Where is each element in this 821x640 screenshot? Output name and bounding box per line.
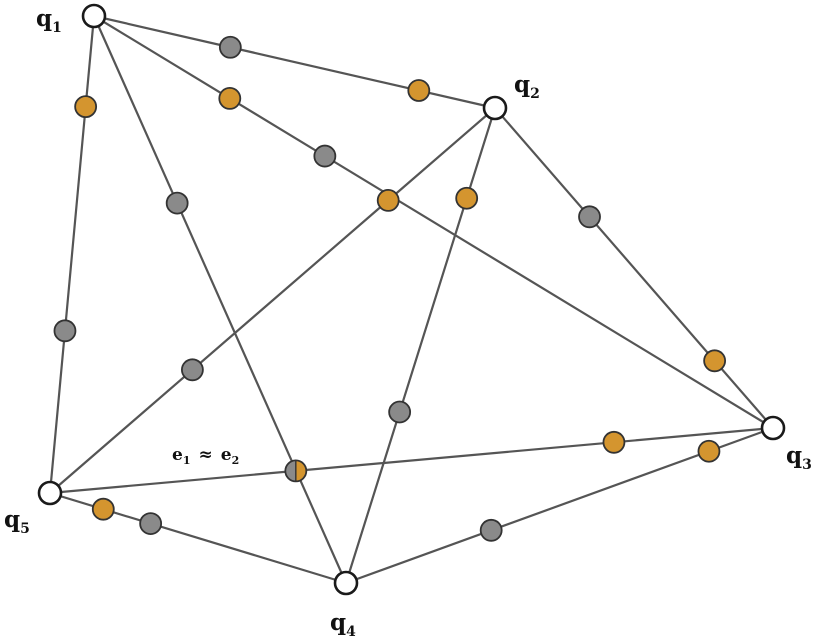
vertex-q2	[482, 95, 508, 121]
edge-q1-q5	[48, 14, 96, 495]
edge-marker-orange-q1-q5-1	[74, 95, 98, 119]
edge-marker-gray-q2-q4-2	[388, 400, 412, 424]
edge-q1-q3	[92, 14, 775, 430]
annotation-e2-sub: 2	[232, 454, 240, 467]
edge-marker-gray-q1-q3-2	[313, 144, 337, 168]
vertex-q4	[333, 570, 359, 596]
edge-q1-q2	[92, 14, 497, 110]
edge-marker-gray-q1-q2-1	[218, 35, 242, 59]
edge-marker-gray-q2-q5-2	[180, 358, 204, 382]
edge-marker-orange-q5-q4-1	[91, 497, 115, 521]
annotation-e1-base: e	[172, 445, 183, 465]
edge-q2-q5	[48, 106, 497, 495]
vertex-labels-layer: q1 q2 q3 q4 q5 e1≈e2	[4, 5, 812, 640]
marker-outline	[284, 459, 308, 483]
vertex-label-q1: q1	[36, 5, 62, 36]
edge-q1-q4	[92, 14, 348, 585]
vertex-q3	[760, 415, 786, 441]
edge-marker-orange-q1-q3-1	[218, 87, 242, 110]
edge-marker-orange-q3-q4-1	[697, 439, 721, 463]
edge-q2-q4	[344, 106, 497, 585]
edge-marker-orange-q2-q3-2	[703, 349, 727, 373]
edge-marker-orange-q2-q4-1	[455, 186, 479, 210]
vertices-layer	[37, 3, 786, 596]
edge-marker-gray-q2-q3-1	[578, 205, 601, 229]
edge-q2-q3	[493, 106, 775, 430]
vertex-q5	[37, 480, 63, 506]
edge-markers-layer	[53, 35, 727, 542]
edge-marker-orange-q2-q5-1	[376, 188, 400, 212]
edge-marker-orange-q1-q2-2	[407, 79, 431, 102]
annotation-e1-sub: 1	[183, 454, 191, 467]
edge-marker-gray-q1-q4-1	[165, 191, 189, 215]
edge-marker-gray-q3-q4-2	[479, 518, 503, 542]
marker-half-gray	[285, 460, 296, 482]
edges-layer	[48, 14, 775, 585]
edge-annotation: e1≈e2	[172, 445, 239, 467]
vertex-q1	[81, 3, 107, 29]
edge-marker-orange-q5-q3-2	[602, 430, 626, 454]
edge-q5-q3	[48, 426, 775, 495]
vertex-label-q3: q3	[786, 442, 812, 473]
vertex-label-q5: q5	[4, 506, 30, 537]
marker-half-orange	[295, 460, 307, 482]
vertex-label-q2: q2	[514, 71, 540, 102]
edge-marker-split-q5-q3	[284, 459, 308, 483]
edge-marker-gray-q1-q5-2	[53, 319, 77, 343]
vertex-label-q4: q4	[330, 609, 356, 640]
annotation-relation: ≈	[198, 445, 212, 465]
edge-marker-gray-q5-q4-2	[139, 512, 163, 535]
annotation-e2-base: e	[221, 445, 232, 465]
